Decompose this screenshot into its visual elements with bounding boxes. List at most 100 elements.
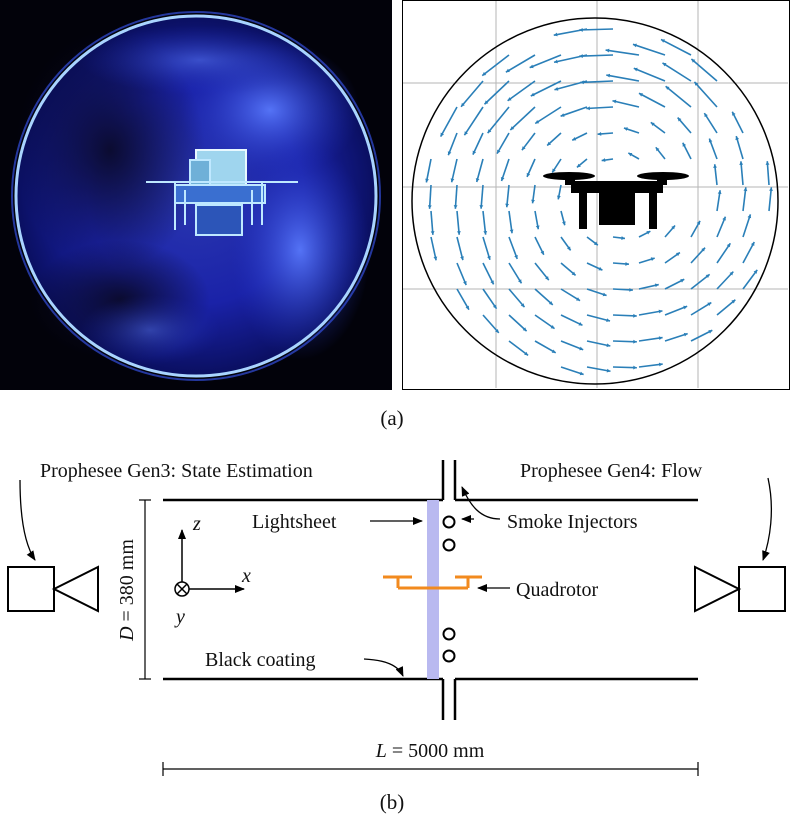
velocity-arrowhead bbox=[433, 256, 438, 261]
velocity-arrow bbox=[482, 288, 498, 310]
velocity-arrow bbox=[508, 210, 513, 234]
velocity-arrow bbox=[716, 242, 732, 264]
velocity-arrowhead bbox=[722, 216, 726, 221]
velocity-arrow bbox=[505, 184, 510, 208]
velocity-arrowhead bbox=[606, 343, 611, 348]
velocity-arrowhead bbox=[579, 371, 584, 376]
velocity-arrowhead bbox=[691, 58, 696, 63]
velocity-arrowhead bbox=[572, 136, 577, 141]
velocity-arrow bbox=[742, 214, 752, 238]
velocity-arrowhead bbox=[500, 177, 505, 181]
velocity-arrowhead bbox=[606, 318, 611, 322]
flow-field-svg bbox=[403, 1, 788, 388]
velocity-arrowhead bbox=[530, 92, 535, 97]
velocity-arrowhead bbox=[683, 305, 688, 310]
velocity-arrowhead bbox=[557, 195, 561, 200]
velocity-arrowhead bbox=[598, 266, 603, 271]
velocity-arrow bbox=[560, 288, 581, 302]
velocity-arrow bbox=[586, 340, 611, 347]
velocity-arrow bbox=[660, 38, 692, 56]
flow-field-plot bbox=[402, 0, 790, 390]
velocity-arrow bbox=[766, 161, 770, 186]
velocity-arrow bbox=[690, 301, 712, 316]
velocity-arrowhead bbox=[507, 97, 512, 101]
right-camera-label: Prophesee Gen4: Flow bbox=[520, 460, 703, 482]
velocity-arrowhead bbox=[660, 39, 665, 43]
velocity-arrowhead bbox=[490, 280, 494, 285]
velocity-arrowhead bbox=[545, 276, 549, 281]
velocity-arrowhead bbox=[520, 303, 525, 308]
axis-y-label: y bbox=[174, 606, 185, 628]
velocity-arrowhead bbox=[562, 221, 566, 226]
velocity-arrow bbox=[612, 99, 640, 108]
velocity-arrowhead bbox=[671, 225, 676, 230]
velocity-arrowhead bbox=[522, 327, 527, 332]
velocity-arrowhead bbox=[705, 274, 710, 279]
velocity-arrow bbox=[735, 135, 744, 160]
quadrotor-smoke-photo bbox=[0, 0, 392, 390]
velocity-arrow bbox=[534, 106, 562, 125]
velocity-arrow bbox=[430, 236, 437, 261]
velocity-arrowhead bbox=[654, 283, 659, 288]
photo-quadrotor bbox=[146, 149, 298, 236]
velocity-arrowhead bbox=[514, 254, 518, 259]
velocity-arrow bbox=[664, 305, 688, 316]
velocity-arrow bbox=[430, 210, 434, 235]
velocity-arrowhead bbox=[551, 349, 556, 353]
velocity-arrowhead bbox=[606, 368, 611, 373]
velocity-arrow bbox=[521, 132, 536, 151]
velocity-arrowhead bbox=[517, 279, 522, 284]
velocity-arrow bbox=[508, 236, 518, 260]
velocity-arrowhead bbox=[578, 322, 583, 326]
velocity-arrowhead bbox=[447, 151, 452, 156]
velocity-arrowhead bbox=[579, 54, 583, 58]
axis-x-label: x bbox=[241, 565, 251, 587]
velocity-arrowhead bbox=[586, 106, 590, 111]
velocity-arrow bbox=[482, 314, 500, 334]
velocity-arrowhead bbox=[484, 100, 489, 105]
velocity-arrow bbox=[580, 80, 614, 84]
velocity-arrowhead bbox=[726, 243, 731, 248]
velocity-arrow bbox=[606, 74, 640, 82]
velocity-arrowhead bbox=[482, 72, 487, 76]
velocity-arrow bbox=[507, 80, 536, 102]
velocity-arrow bbox=[534, 314, 556, 330]
coordinate-axes bbox=[174, 529, 245, 597]
velocity-arrowhead bbox=[547, 141, 552, 146]
velocity-arrow bbox=[612, 340, 637, 343]
velocity-arrowhead bbox=[743, 187, 748, 192]
velocity-arrowhead bbox=[750, 241, 755, 246]
velocity-arrowhead bbox=[650, 257, 655, 261]
lightsheet-label: Lightsheet bbox=[252, 511, 337, 533]
velocity-arrow bbox=[638, 92, 666, 108]
velocity-arrow bbox=[534, 288, 554, 306]
velocity-arrowhead bbox=[440, 132, 445, 137]
velocity-arrow bbox=[664, 278, 685, 290]
velocity-arrow bbox=[481, 54, 510, 77]
coating-label: Black coating bbox=[205, 649, 316, 671]
velocity-arrowhead bbox=[460, 256, 464, 261]
velocity-arrowhead bbox=[739, 161, 744, 165]
velocity-arrow bbox=[560, 340, 584, 351]
velocity-arrows bbox=[425, 27, 773, 376]
velocity-arrowhead bbox=[566, 246, 571, 251]
velocity-arrow bbox=[450, 158, 458, 183]
velocity-arrowhead bbox=[633, 365, 637, 370]
velocity-arrowhead bbox=[729, 271, 734, 276]
velocity-arrowhead bbox=[735, 136, 740, 141]
velocity-arrowhead bbox=[606, 73, 611, 78]
length-label: L = 5000 mm bbox=[375, 740, 485, 762]
velocity-arrowhead bbox=[753, 269, 758, 274]
velocity-arrow bbox=[482, 262, 495, 285]
velocity-arrowhead bbox=[510, 126, 515, 130]
velocity-arrow bbox=[472, 132, 484, 155]
velocity-arrow bbox=[496, 132, 510, 155]
velocity-arrow bbox=[482, 236, 491, 261]
velocity-arrow bbox=[475, 158, 484, 183]
velocity-arrow bbox=[508, 288, 526, 308]
velocity-arrowhead bbox=[597, 132, 602, 136]
velocity-arrowhead bbox=[427, 205, 432, 209]
velocity-arrowhead bbox=[552, 168, 556, 173]
velocity-arrowhead bbox=[713, 164, 717, 168]
velocity-arrowhead bbox=[531, 199, 535, 204]
